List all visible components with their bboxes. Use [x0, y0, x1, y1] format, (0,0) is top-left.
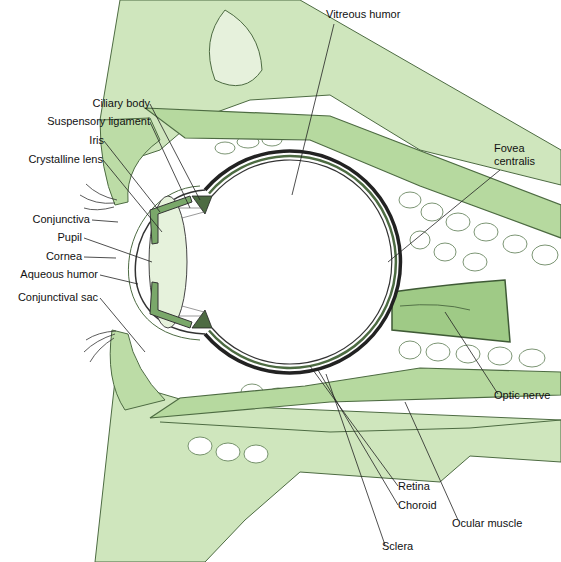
fat-cell [474, 223, 498, 241]
part-label: Ciliary body [30, 97, 150, 110]
fat-cell [399, 341, 421, 359]
conjunctiva-line [128, 186, 200, 340]
part-label: Fovea centralis [494, 142, 550, 168]
suspensory-ligaments [178, 208, 204, 316]
part-label: Optic nerve [494, 389, 561, 402]
leader-line [310, 366, 398, 486]
part-label: Crystalline lens [0, 153, 103, 166]
leader-line [84, 238, 152, 262]
leader-line [150, 122, 190, 208]
eyelash [80, 195, 115, 203]
part-label: Ocular muscle [452, 517, 557, 530]
part-label: Suspensory ligament [0, 115, 150, 128]
part-label: Choroid [398, 499, 468, 512]
eyeball-interior [205, 151, 400, 373]
upper-iris [150, 196, 192, 244]
leader-line [100, 275, 138, 284]
lower-orbit [95, 380, 561, 562]
fat-cell [503, 235, 527, 253]
ligament-fiber [182, 212, 204, 218]
part-label: Cornea [0, 250, 82, 263]
part-label: Pupil [0, 231, 82, 244]
optic-nerve [392, 280, 510, 342]
fat-cell [519, 349, 545, 367]
leader-line [292, 24, 334, 195]
part-label: Conjunctiva [0, 213, 90, 226]
leader-line [318, 370, 398, 505]
fat-cell [215, 142, 235, 154]
fat-cell [532, 245, 558, 265]
leader-line [445, 312, 498, 394]
sclera-layer [205, 151, 400, 373]
lower-eyelid [110, 330, 165, 410]
leader-line [150, 104, 200, 200]
ligament-fiber [182, 306, 204, 312]
fat-cell [421, 203, 443, 221]
leader-line [388, 170, 500, 262]
fat-cell [216, 443, 240, 461]
choroid-layer [209, 156, 396, 368]
leader-line [326, 374, 385, 545]
fat-cell [446, 213, 470, 231]
fat-cell [244, 445, 268, 463]
leader-line [92, 220, 118, 222]
lower-muscle-edge [160, 420, 561, 432]
part-label: Retina [398, 480, 468, 493]
part-label: Aqueous humor [0, 268, 98, 281]
fat-cell [463, 253, 487, 271]
fat-cell [426, 343, 450, 361]
eyelash [86, 331, 116, 340]
leader-line [84, 257, 116, 258]
eyelash [90, 338, 114, 362]
lower-iris [150, 282, 192, 328]
lower-ciliary-body [192, 310, 212, 328]
fat-cell [188, 437, 212, 455]
upper-eyelid [100, 118, 160, 205]
part-label: Vitreous humor [326, 8, 446, 21]
ligament-fiber [178, 316, 203, 317]
lower-ocular-muscle [150, 368, 561, 418]
retina-layer [212, 160, 392, 364]
leader-line [104, 141, 160, 212]
brow-tissue [209, 10, 262, 86]
fat-cell [399, 192, 421, 208]
eyelash [86, 184, 117, 200]
fat-cell [488, 347, 512, 365]
upper-ciliary-body [192, 196, 212, 214]
fat-cell [434, 243, 456, 261]
leader-line [100, 298, 145, 352]
optic-disc-detail [400, 305, 470, 310]
eyelash [84, 207, 114, 210]
part-label: Iris [30, 134, 104, 147]
part-label: Conjunctival sac [0, 291, 98, 304]
fat-cell [410, 231, 430, 249]
part-label: Sclera [382, 540, 452, 553]
ligament-fiber [178, 208, 203, 209]
